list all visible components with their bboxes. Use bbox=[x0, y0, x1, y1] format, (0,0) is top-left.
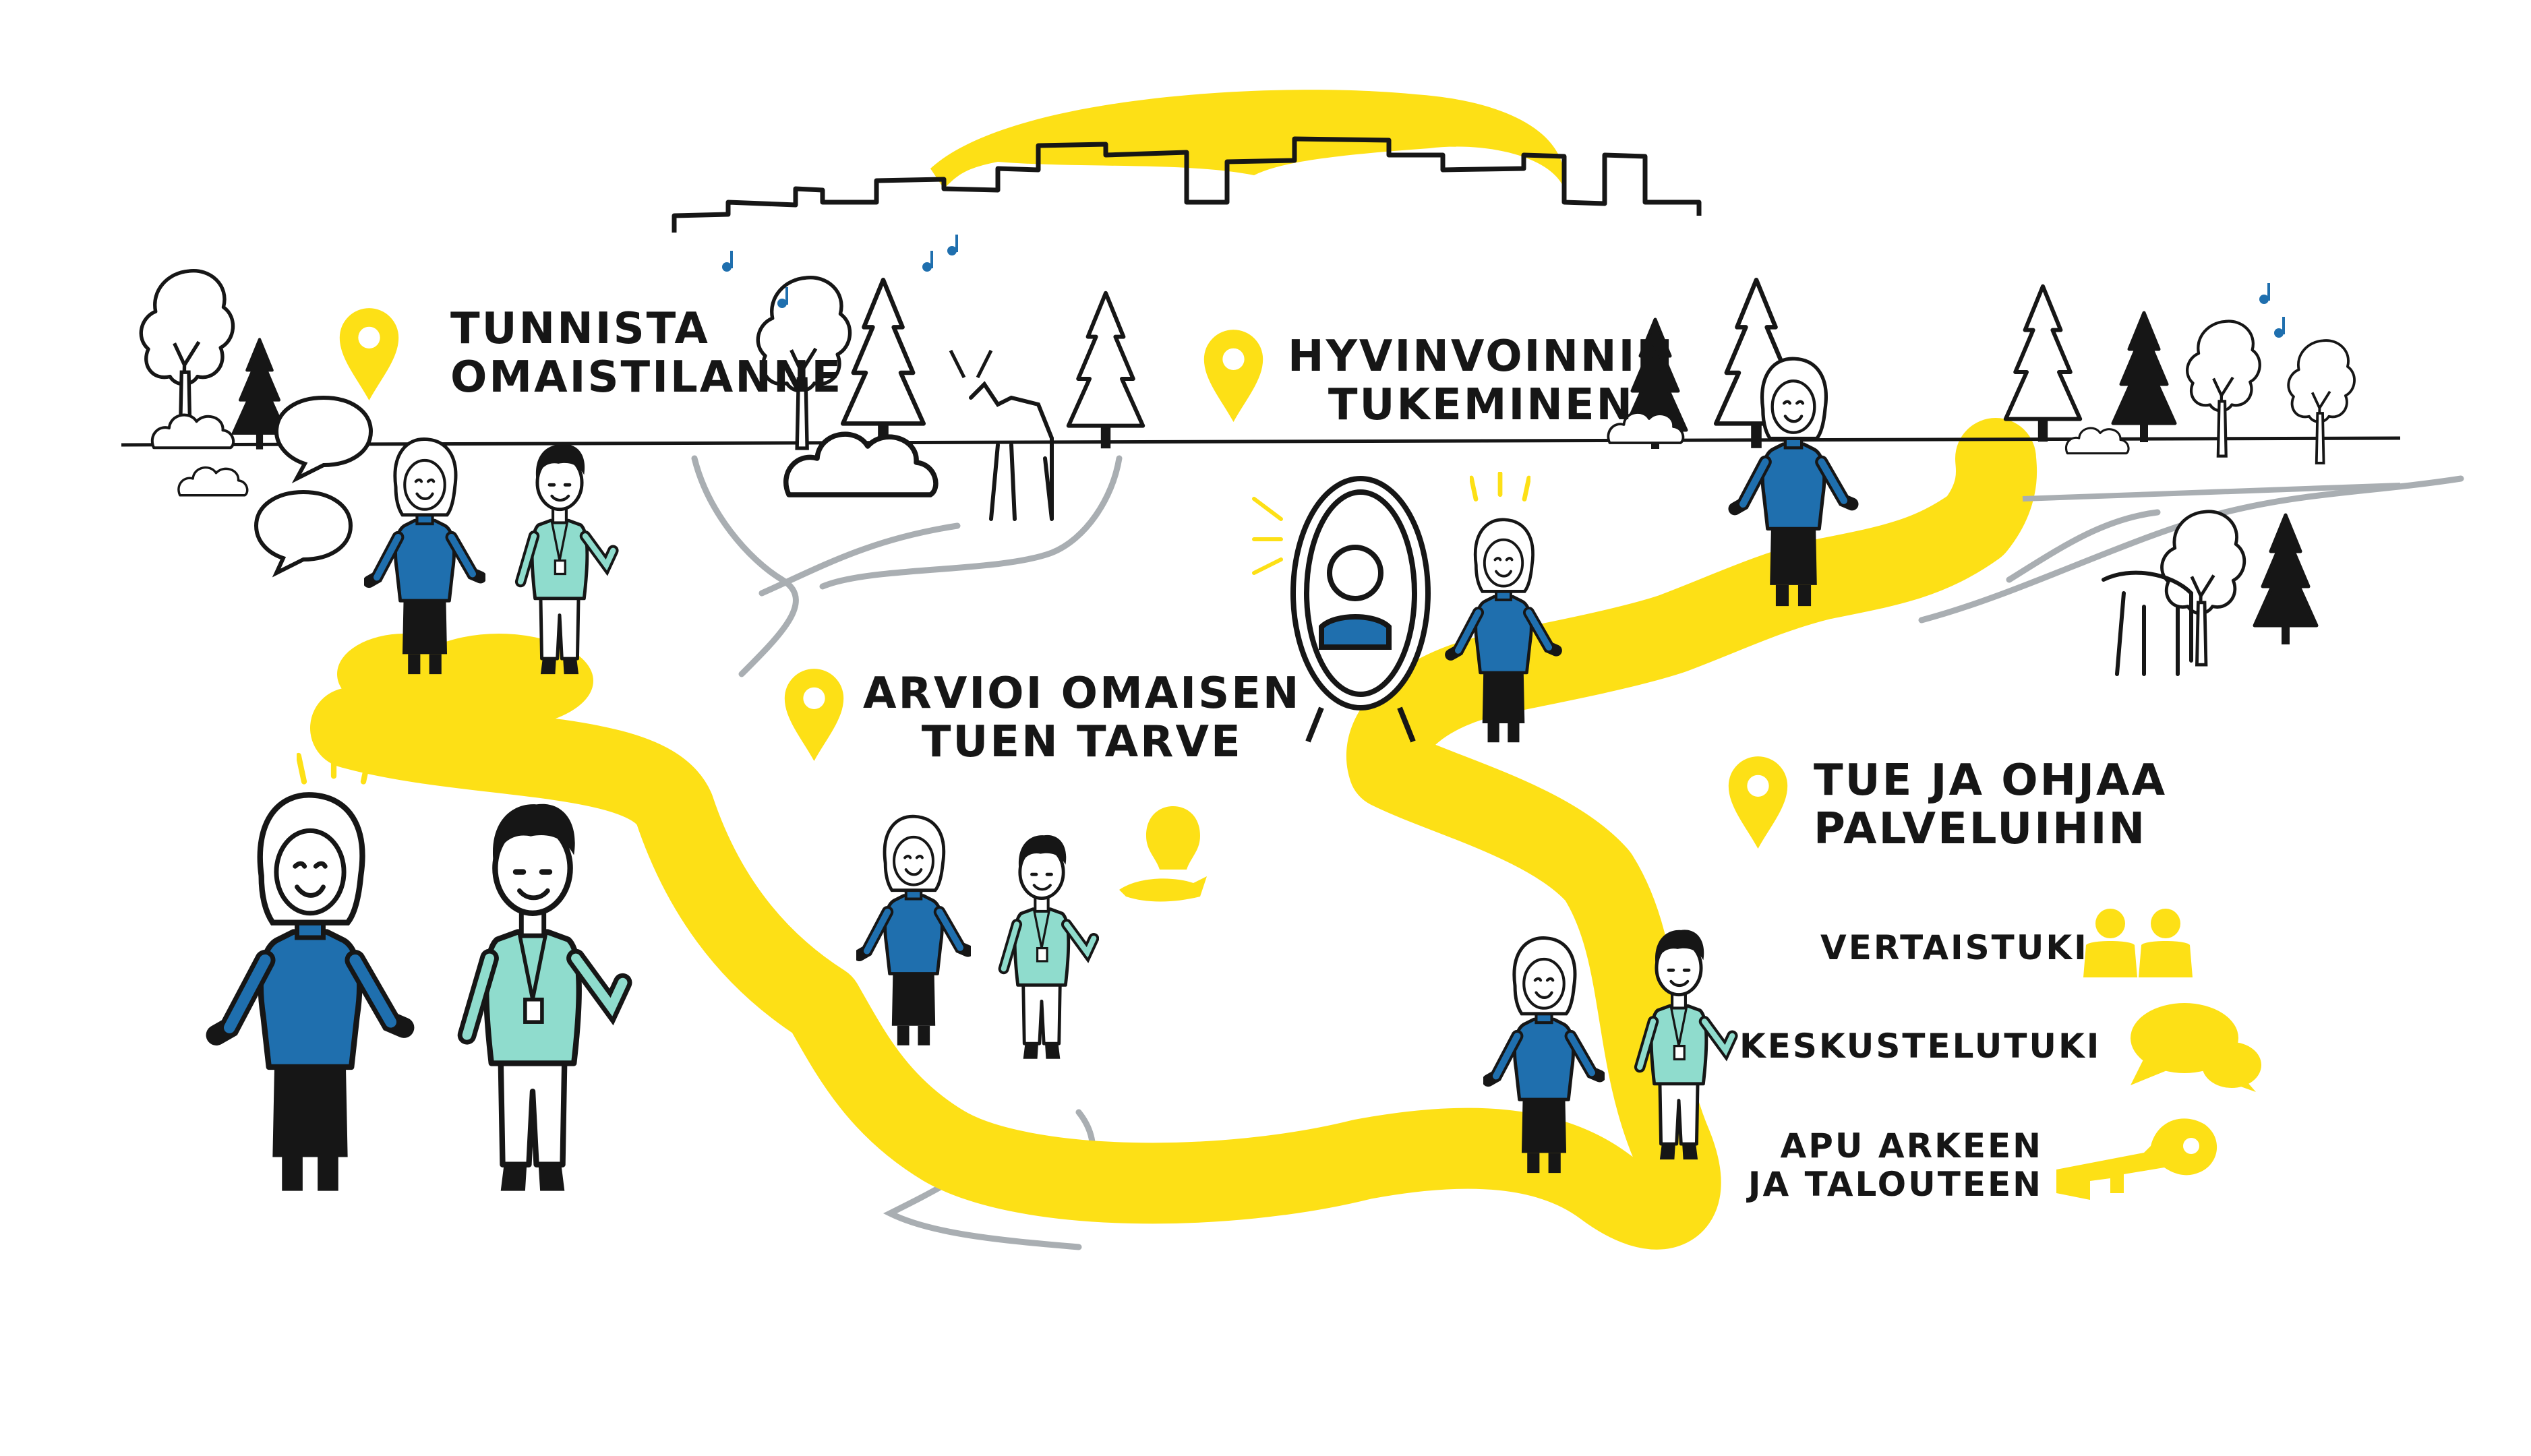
speech-bubbles-icon bbox=[2131, 1003, 2261, 1092]
mirror bbox=[1290, 476, 1431, 743]
trees-left bbox=[141, 271, 286, 497]
step-1-label: TUNNISTA OMAISTILANNE bbox=[450, 304, 843, 403]
service-everyday-finance-help: APU ARKEEN JA TALOUTEEN bbox=[1748, 1126, 2043, 1204]
key-icon bbox=[2056, 1118, 2217, 1200]
man-step2 bbox=[1004, 835, 1094, 1059]
music-notes-icon bbox=[722, 235, 2285, 338]
city-skyline bbox=[672, 136, 1702, 233]
horizon-line bbox=[121, 436, 2401, 447]
step-2-label: ARVIOI OMAISEN TUEN TARVE bbox=[863, 669, 1301, 768]
trees-center bbox=[758, 278, 1143, 521]
step-4-label: TUE JA OHJAA PALVELUIHIN bbox=[1814, 756, 2168, 855]
location-pin-icon bbox=[339, 308, 399, 400]
service-peer-support: VERTAISTUKI bbox=[1820, 928, 2089, 967]
man-large bbox=[467, 804, 623, 1191]
woman-large bbox=[216, 795, 404, 1190]
woman-step2 bbox=[860, 816, 968, 1045]
location-pin-icon bbox=[1203, 330, 1263, 422]
peer-people-icon bbox=[2083, 909, 2193, 977]
yellow-route bbox=[310, 90, 2037, 1250]
speech-bubbles bbox=[254, 395, 374, 578]
step-3-label: HYVINVOINNIN TUKEMINEN bbox=[1288, 332, 1675, 431]
trees-right bbox=[2006, 286, 2356, 676]
location-pin-icon bbox=[1728, 756, 1788, 849]
service-conversation-support: KESKUSTELUTUKI bbox=[1739, 1027, 2102, 1066]
lightbulb-icon bbox=[1119, 806, 1207, 902]
location-pin-icon bbox=[784, 669, 844, 761]
